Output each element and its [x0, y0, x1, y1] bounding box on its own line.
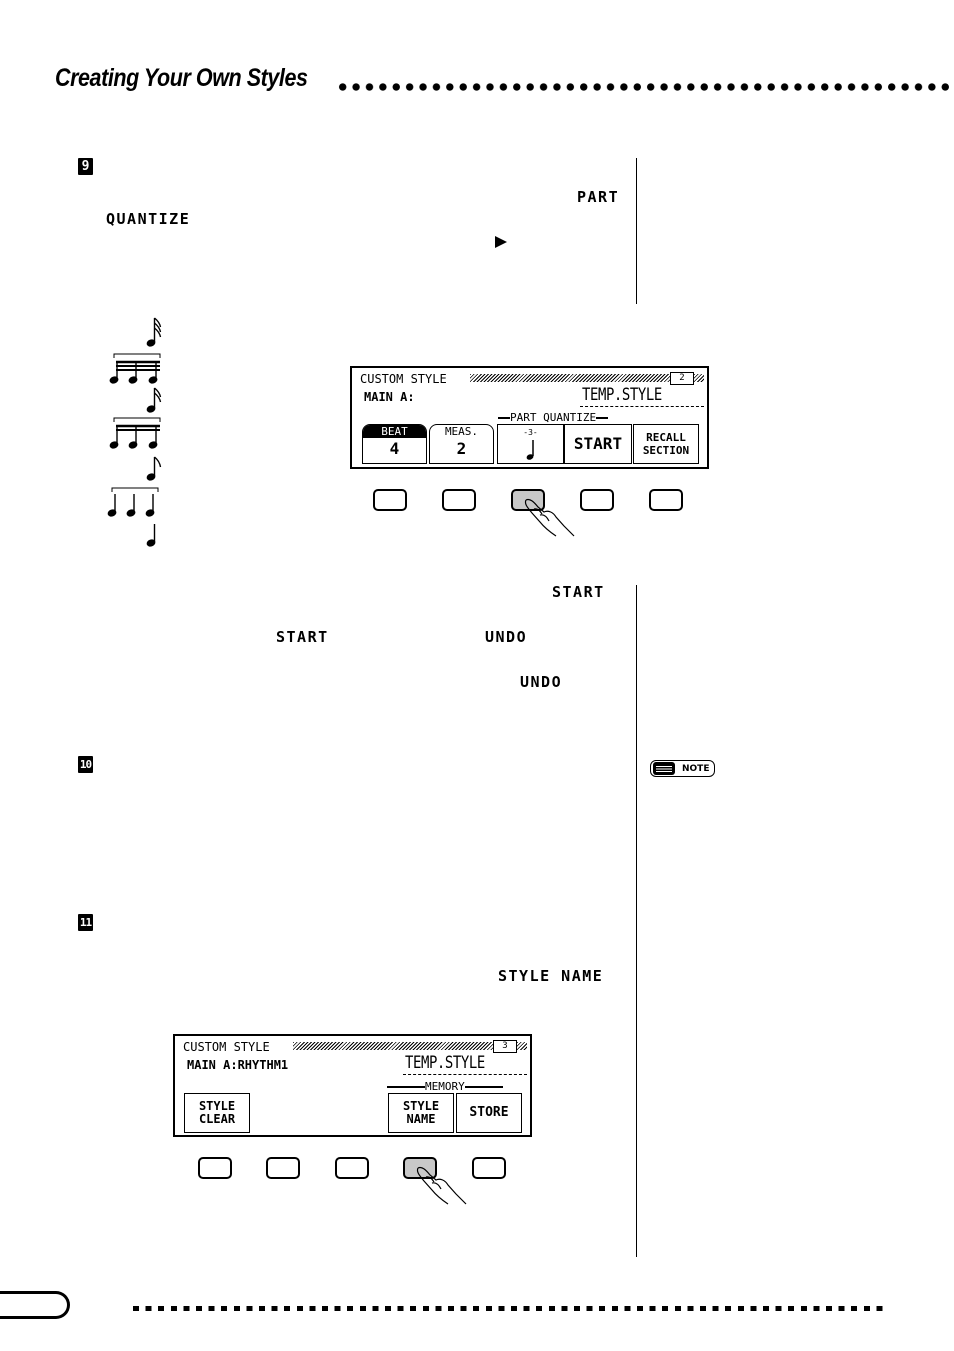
recall-line1: RECALL — [646, 431, 686, 444]
display-title: CUSTOM STYLE — [360, 372, 447, 386]
page-indicator-2-hatch — [517, 1042, 527, 1050]
lcd-display-part-quantize: CUSTOM STYLE 2 MAIN A: TEMP.STYLE PART Q… — [350, 366, 709, 469]
style-name-underline — [580, 406, 704, 407]
beat-value: 4 — [389, 439, 400, 458]
meas-value: 2 — [456, 439, 467, 458]
step-number-9: 9 — [78, 158, 93, 175]
hand-press-icon-2 — [416, 1166, 467, 1205]
store-softkey: STORE — [456, 1093, 522, 1133]
style-clear-softkey: STYLE CLEAR — [184, 1093, 250, 1133]
lcd-display-memory: CUSTOM STYLE 3 MAIN A:RHYTHM1 TEMP.STYLE… — [173, 1034, 532, 1137]
start-label: START — [276, 628, 329, 646]
panel2-button-3[interactable] — [335, 1157, 369, 1179]
panel2-button-1[interactable] — [198, 1157, 232, 1179]
panel-button-1[interactable] — [373, 489, 407, 511]
style-name-underline-2 — [403, 1074, 527, 1075]
triplet-mark: -3- — [523, 428, 538, 437]
footer-dotted-rule — [133, 1306, 889, 1311]
recall-line2: SECTION — [642, 444, 690, 457]
group-label-part-quantize: PART QUANTIZE — [498, 411, 609, 424]
quarter-note-icon — [526, 440, 534, 460]
meas-label: MEAS. — [444, 425, 479, 438]
page-title: Creating Your Own Styles — [55, 64, 308, 92]
note-badge: NOTE — [650, 760, 715, 777]
column-divider-bottom — [636, 585, 637, 1257]
start-label-right: START — [552, 583, 605, 601]
hand-press-icon — [524, 498, 575, 537]
beat-softkey: BEAT 4 — [362, 424, 427, 464]
meas-softkey: MEAS. 2 — [429, 424, 494, 464]
display-section: MAIN A: — [364, 390, 415, 404]
panel2-button-5[interactable] — [472, 1157, 506, 1179]
display-title-hatch — [470, 374, 670, 382]
display2-style-name: TEMP.STYLE — [405, 1053, 485, 1073]
note-value-icons — [107, 317, 162, 547]
note-label: NOTE — [682, 764, 710, 774]
play-arrow-icon — [495, 236, 507, 248]
beat-label: BEAT — [363, 425, 426, 438]
undo-label: UNDO — [485, 628, 528, 646]
quantize-value-softkey: -3- — [497, 424, 564, 464]
panel-button-4[interactable] — [580, 489, 614, 511]
undo-label-2: UNDO — [520, 673, 563, 691]
group-label-memory: MEMORY — [387, 1080, 503, 1093]
panel2-button-2[interactable] — [266, 1157, 300, 1179]
panel-button-5[interactable] — [649, 489, 683, 511]
recall-section-softkey: RECALL SECTION — [633, 424, 699, 464]
display2-title: CUSTOM STYLE — [183, 1040, 270, 1054]
start-softkey: START — [564, 424, 632, 464]
style-name-label: STYLE NAME — [498, 967, 604, 985]
style-name-softkey: STYLE NAME — [388, 1093, 454, 1133]
display-style-name: TEMP.STYLE — [582, 385, 662, 405]
page-indicator: 2 — [670, 372, 694, 385]
panel-button-2[interactable] — [442, 489, 476, 511]
header-dotted-rule — [336, 82, 954, 92]
display2-title-hatch — [293, 1042, 493, 1050]
display2-section: MAIN A:RHYTHM1 — [187, 1058, 289, 1072]
column-divider-top — [636, 158, 637, 304]
page-indicator-hatch — [694, 374, 704, 382]
note-book-icon — [653, 762, 675, 775]
step-number-10: 10 — [78, 756, 93, 773]
part-label: PART — [577, 188, 620, 206]
step-number-11: 11 — [78, 914, 93, 931]
page-number-tab — [0, 1291, 70, 1319]
page-indicator-2: 3 — [493, 1040, 517, 1053]
quantize-label: QUANTIZE — [106, 210, 191, 228]
